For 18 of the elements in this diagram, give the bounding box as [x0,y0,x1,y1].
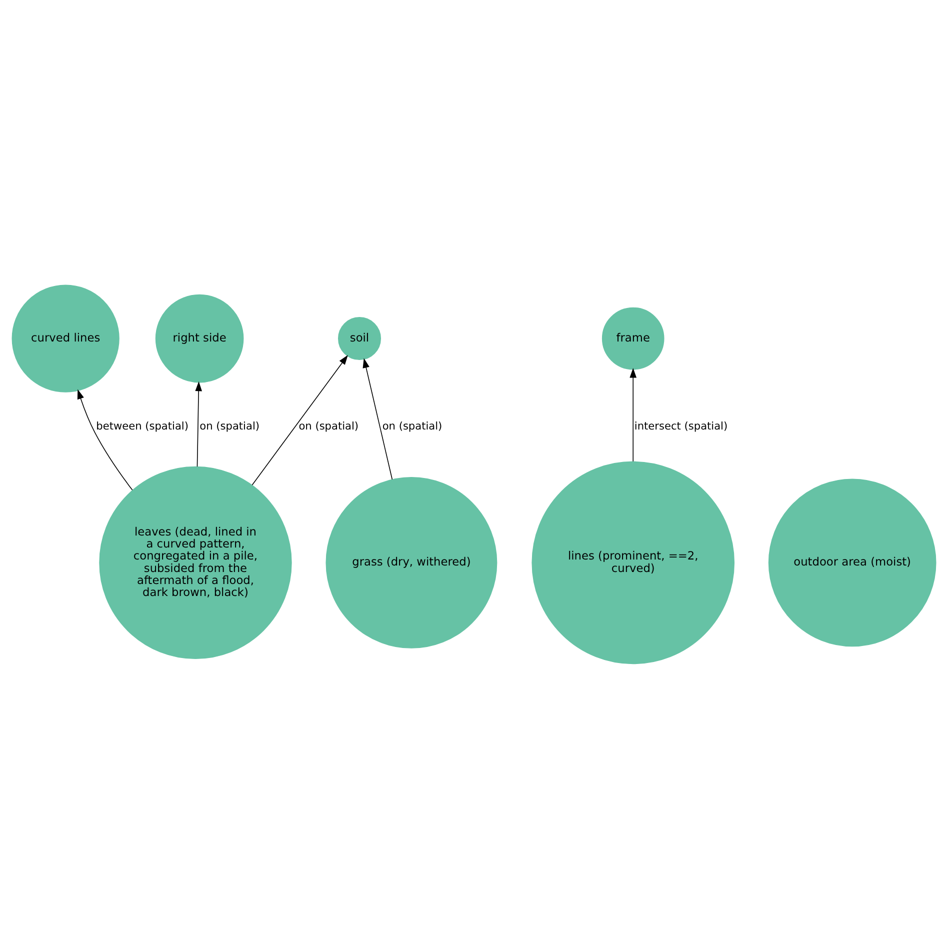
node-circle: lines (prominent, ==2, curved) [532,460,735,664]
edge-label: between (spatial) [96,420,188,432]
arrow [630,367,637,462]
edge-label: on (spatial) [298,420,359,432]
edge-label: on (spatial) [382,420,442,432]
edge-label: intersect (spatial) [634,420,728,432]
node-circle: curved lines [12,284,120,392]
arrow [195,380,202,466]
node-circle: right side [155,294,244,382]
arrow [252,354,348,485]
arrow [362,358,393,480]
node-circle: soil [338,316,381,360]
node-circle: leaves (dead, lined in a curved pattern, congregated in a pile, subsided from the aftermath of a flood, dark brown, black) [99,466,292,659]
node-circle: outdoor area (moist) [768,478,936,646]
arrow [77,388,133,490]
edge-label: on (spatial) [200,420,260,432]
node-circle: frame [602,306,664,370]
node-circle: grass (dry, withered) [326,476,498,648]
